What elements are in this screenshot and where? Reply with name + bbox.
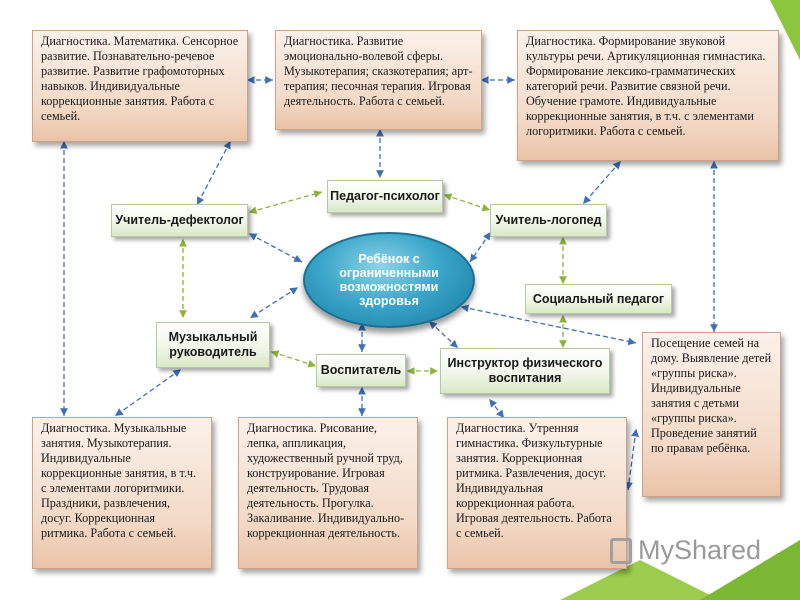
logoped-tasks-box: Диагностика. Формирование звуковой культ…: [517, 30, 779, 161]
psychologist-tasks-box: Диагностика. Развитие эмоционально-волев…: [275, 30, 482, 130]
defectologist-tasks-box: Диагностика. Математика. Сенсорное разви…: [32, 30, 248, 142]
physical-tasks-box: Диагностика. Утренняя гимнастика. Физкул…: [447, 417, 627, 569]
role-defectologist: Учитель-дефектолог: [111, 204, 248, 237]
child-center-ellipse: Ребёнок с ограниченными возможностями зд…: [303, 232, 475, 328]
music-tasks-box: Диагностика. Музыкальные занятия. Музыко…: [32, 417, 212, 569]
social-tasks-box: Посещение семей на дому. Выявление детей…: [642, 332, 781, 497]
watermark-icon: [610, 537, 632, 564]
watermark-logo: MyShared: [610, 535, 761, 566]
role-physical: Инструктор физического воспитания: [440, 348, 610, 394]
role-logoped: Учитель-логопед: [490, 204, 607, 237]
role-music: Музыкальный руководитель: [156, 322, 270, 368]
role-educator: Воспитатель: [316, 354, 406, 387]
role-psychologist: Педагог-психолог: [327, 180, 443, 213]
center-label: Ребёнок с ограниченными возможностями зд…: [339, 252, 439, 308]
watermark-text: MyShared: [638, 535, 762, 565]
educator-tasks-box: Диагностика. Рисование, лепка, аппликаци…: [238, 417, 418, 569]
role-social: Социальный педагог: [525, 284, 672, 314]
